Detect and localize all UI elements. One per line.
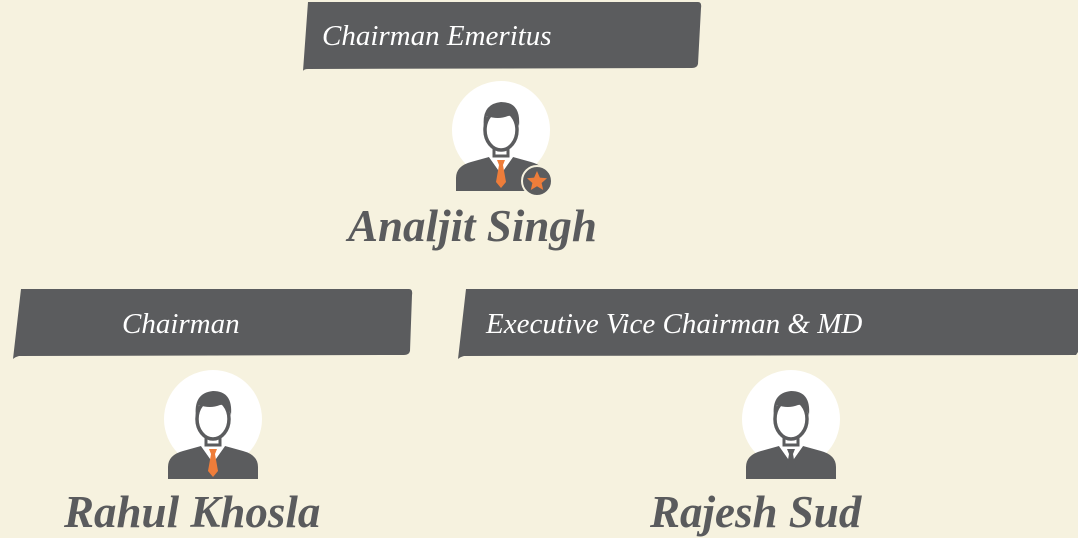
user-icon <box>164 370 262 479</box>
executive-vice-chairman-banner: Executive Vice Chairman & MD <box>458 289 1078 359</box>
chairman-emeritus-banner: Chairman Emeritus <box>303 2 702 71</box>
banner-shape <box>458 289 1078 359</box>
chairman-emeritus-name: Analjit Singh <box>348 201 597 251</box>
chairman-emeritus-title: Chairman Emeritus <box>322 20 552 52</box>
chairman-emeritus-avatar <box>451 80 555 198</box>
chairman-name: Rahul Khosla <box>64 487 321 537</box>
executive-vice-chairman-title: Executive Vice Chairman & MD <box>486 307 863 340</box>
executive-vice-chairman-avatar <box>741 370 841 480</box>
executive-vice-chairman-name: Rajesh Sud <box>650 487 862 537</box>
chairman-title: Chairman <box>122 307 240 340</box>
user-star-icon <box>452 81 553 197</box>
chairman-avatar <box>163 370 263 480</box>
user-icon <box>742 370 840 479</box>
banner-shape <box>303 2 702 71</box>
banner-shape <box>13 289 413 359</box>
star-badge-icon <box>521 165 553 197</box>
chairman-banner: Chairman <box>13 289 413 359</box>
